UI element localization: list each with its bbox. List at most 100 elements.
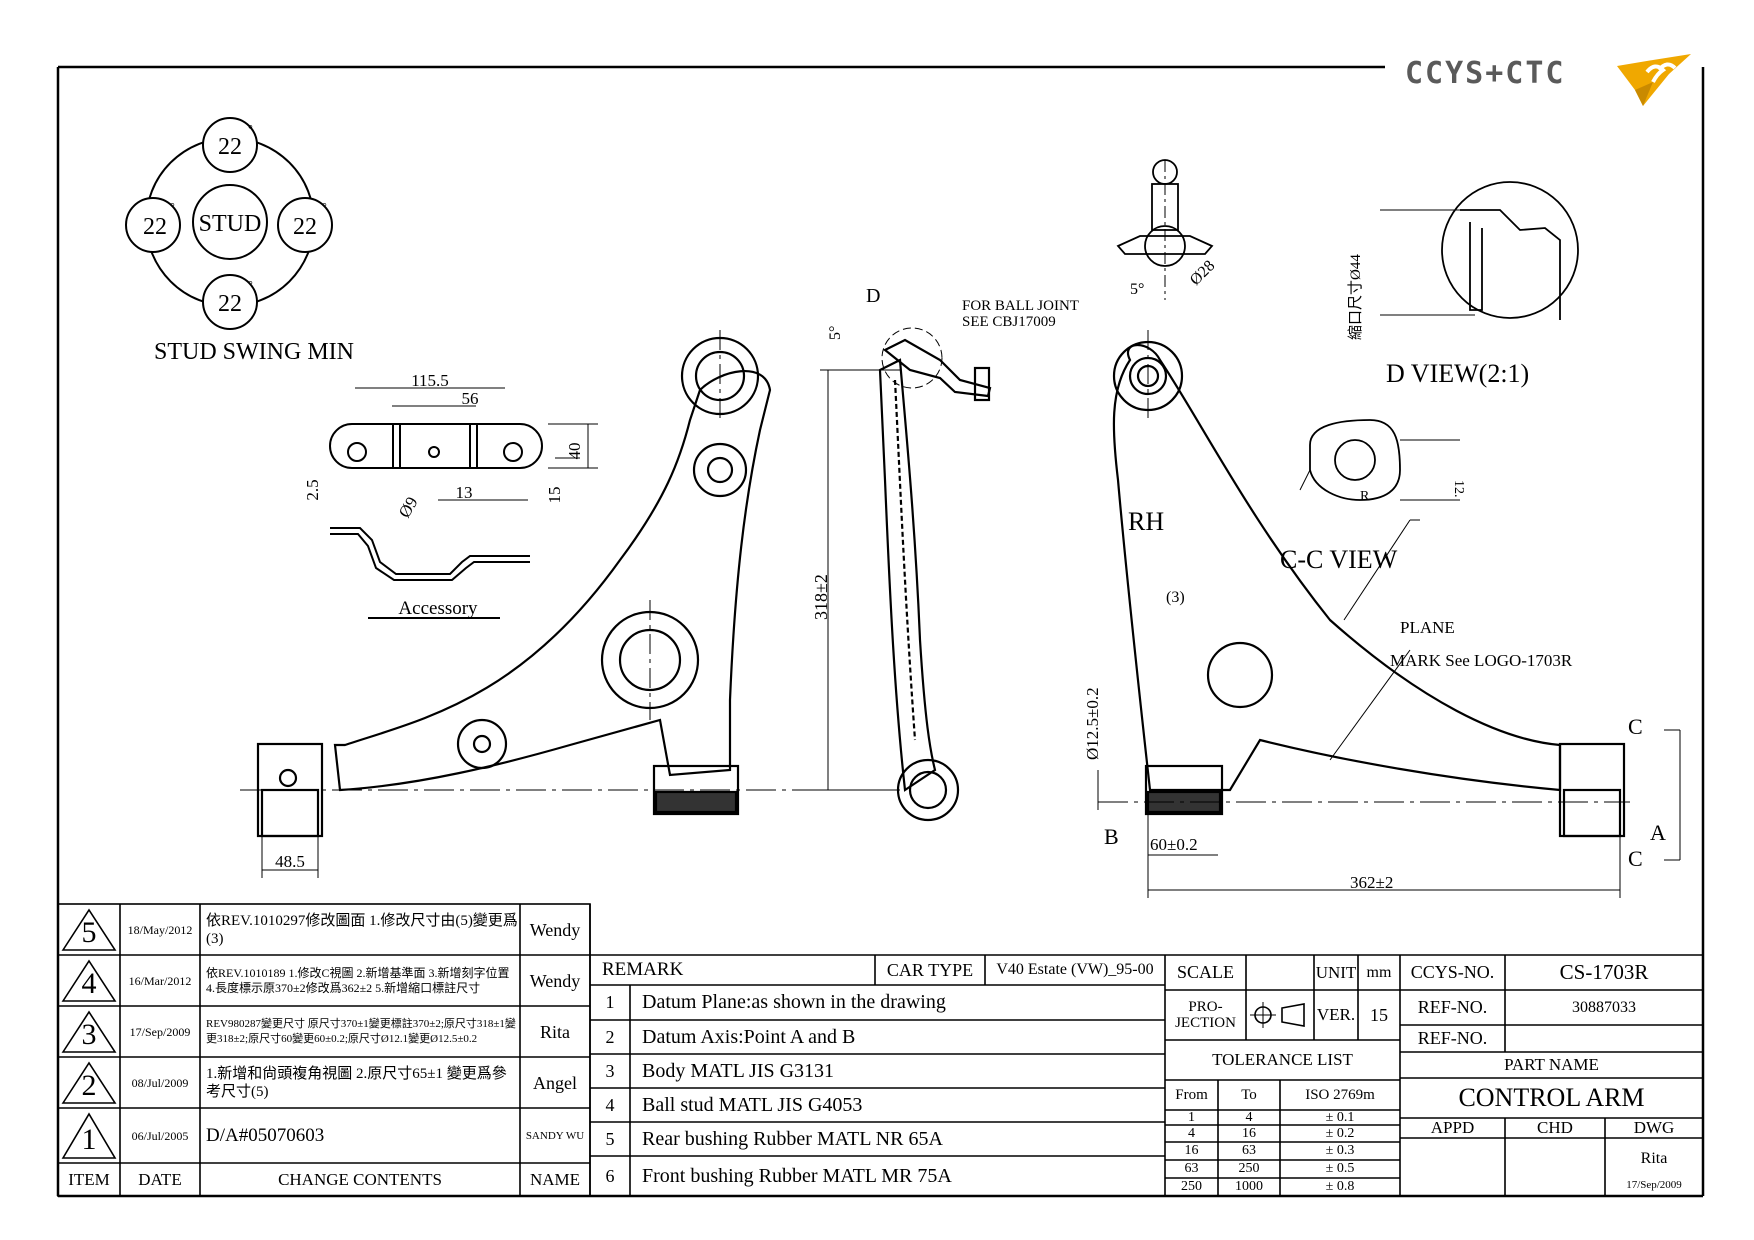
rev-num-1: 1 <box>81 1123 97 1156</box>
remark-text-2: Datum Axis:Point A and B <box>642 1025 856 1048</box>
unit-label: UNIT <box>1315 962 1357 982</box>
point-b: B <box>1104 824 1119 849</box>
rev-name-4: Wendy <box>529 970 581 991</box>
mark-note: MARK See LOGO-1703R <box>1390 651 1573 670</box>
tol-cell: ± 0.3 <box>1325 1143 1355 1158</box>
rev-date-4: 16/Mar/2012 <box>128 973 192 988</box>
stud-swing-center: STUD <box>199 211 262 237</box>
rev-date-2: 08/Jul/2009 <box>131 1075 189 1090</box>
accessory-dim-height: 40 <box>565 443 584 460</box>
section-c-bottom: C <box>1628 846 1643 871</box>
angle-5: 5° <box>827 326 844 340</box>
d-view-detail <box>1380 181 1579 320</box>
dim-12-5: Ø12.5±0.2 <box>1083 687 1102 760</box>
tol-cell: 4 <box>1188 1125 1195 1141</box>
dim-3: (3) <box>1166 589 1185 606</box>
rev-num-3: 3 <box>81 1018 97 1051</box>
stud-swing-angle-left: 22 <box>143 214 167 240</box>
accessory-dim-slot: 13 <box>456 483 473 502</box>
dwg-name: Rita <box>1640 1150 1668 1167</box>
d-view-dia: 縮口尺寸Ø44 <box>1347 254 1364 340</box>
svg-text:°: ° <box>170 200 175 214</box>
tol-header-from: From <box>1175 1086 1208 1103</box>
remark-text-5: Rear bushing Rubber MATL NR 65A <box>642 1127 943 1150</box>
chd-label: CHD <box>1537 1118 1573 1137</box>
car-type-label: CAR TYPE <box>886 959 974 980</box>
tol-cell: ± 0.1 <box>1325 1110 1355 1125</box>
remark-num-4: 4 <box>605 1094 615 1115</box>
dim-362: 362±2 <box>1350 873 1393 892</box>
accessory-bracket <box>329 387 598 619</box>
tol-cell: 63 <box>1242 1143 1256 1158</box>
tol-cell: 16 <box>1184 1143 1199 1158</box>
appd-label: APPD <box>1430 1118 1475 1137</box>
stud-swing-angle-right: 22 <box>293 214 317 240</box>
remark-text-3: Body MATL JIS G3131 <box>642 1059 835 1082</box>
part-name-label: PART NAME <box>1504 1055 1599 1074</box>
section-c-top: C <box>1628 714 1643 739</box>
rev-num-5: 5 <box>81 916 97 949</box>
rev-date-1: 06/Jul/2005 <box>131 1128 189 1143</box>
accessory-dim-offset: 15 <box>545 487 564 504</box>
tol-header-to: To <box>1241 1086 1257 1103</box>
ball-joint-note-2: SEE CBJ17009 <box>962 314 1056 330</box>
remark-text-1: Datum Plane:as shown in the drawing <box>642 991 946 1013</box>
tol-cell: 4 <box>1245 1110 1253 1125</box>
svg-text:°: ° <box>248 122 253 136</box>
projection-label: PRO- JECTION <box>1175 999 1236 1031</box>
tol-cell: 1000 <box>1235 1179 1263 1194</box>
rev-header-date: DATE <box>138 1170 182 1189</box>
rev-name-2: Angel <box>533 1072 577 1093</box>
projection-symbol-icon <box>1246 990 1314 1040</box>
ball-dia: Ø28 <box>1187 257 1219 289</box>
tol-cell: ± 0.2 <box>1325 1125 1355 1141</box>
cc-view-detail <box>1299 419 1460 501</box>
rev-header-name: NAME <box>529 1170 581 1189</box>
remark-text-4: Ball stud MATL JIS G4053 <box>642 1093 863 1116</box>
tol-cell: 1 <box>1188 1110 1195 1125</box>
plane-label: PLANE <box>1400 618 1455 637</box>
rev-num-4: 4 <box>81 967 97 1000</box>
remark-text-6: Front bushing Rubber MATL MR 75A <box>642 1164 952 1187</box>
remark-num-1: 1 <box>605 992 615 1012</box>
dwg-date: 17/Sep/2009 <box>1626 1179 1682 1191</box>
tol-header-iso: ISO 2769m <box>1305 1086 1375 1103</box>
stud-swing-diagram <box>125 117 333 330</box>
rev-date-3: 17/Sep/2009 <box>129 1024 191 1039</box>
rev-header-change: CHANGE CONTENTS <box>278 1170 442 1189</box>
title-block-grid <box>57 903 1703 1197</box>
rev-name-3: Rita <box>540 1021 570 1042</box>
rev-change-1: D/A#05070603 <box>206 1125 325 1146</box>
accessory-label: Accessory <box>398 598 478 619</box>
dim-48-5: 48.5 <box>275 852 305 871</box>
control-arm-front-view <box>240 330 830 878</box>
point-a: A <box>1650 820 1666 845</box>
svg-text:°: ° <box>248 278 253 292</box>
ball-joint-note-1: FOR BALL JOINT <box>962 298 1079 314</box>
remark-num-2: 2 <box>605 1026 615 1047</box>
stud-swing-angle-bottom: 22 <box>218 291 242 317</box>
rev-change-3: REV980287變更尺寸 原尺寸370±1變更標註370±2;原尺寸318±1… <box>206 1018 516 1045</box>
ref-no-value-2 <box>1505 1025 1703 1052</box>
svg-text:°: ° <box>322 200 327 214</box>
dim-318: 318±2 <box>811 574 831 620</box>
unit-value: mm <box>1366 963 1392 981</box>
ccys-no-value: CS-1703R <box>1559 960 1649 984</box>
scale-label: SCALE <box>1176 962 1234 982</box>
remark-header: REMARK <box>602 959 684 980</box>
rev-name-1: SANDY WU <box>525 1130 585 1142</box>
company-logo: CCYS+CTC <box>1405 52 1695 108</box>
cc-r: R <box>1360 489 1370 504</box>
tol-cell: 63 <box>1184 1161 1199 1176</box>
tol-cell: ± 0.5 <box>1325 1161 1355 1176</box>
ball-angle-5: 5° <box>1130 281 1144 298</box>
dim-60: 60±0.2 <box>1150 835 1198 854</box>
accessory-dim-overall: 115.5 <box>411 371 449 390</box>
cc-view-title: C-C VIEW <box>1280 545 1398 574</box>
tol-cell: 250 <box>1238 1161 1260 1176</box>
ver-label: VER. <box>1316 1005 1356 1024</box>
logo-text: CCYS+CTC <box>1405 56 1566 91</box>
ball-joint-detail <box>1116 159 1214 300</box>
cc-12: 12. <box>1451 480 1466 498</box>
